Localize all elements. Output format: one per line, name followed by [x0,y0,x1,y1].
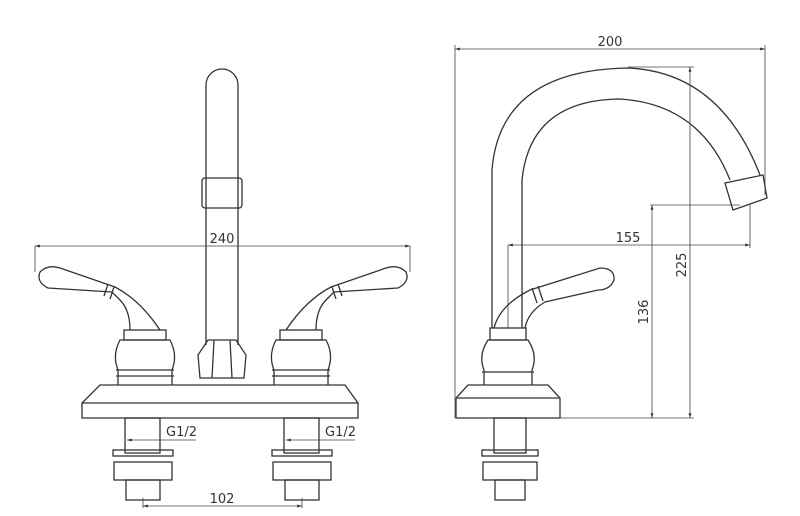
side-valve-body [481,327,535,385]
dimension-thread-left: G1/2 [126,425,197,442]
side-handle [493,267,615,329]
depth-dimension-label: 200 [598,35,623,50]
right-thread-label: G1/2 [325,425,356,440]
outlet-height-label: 136 [637,300,652,325]
side-spout [491,67,768,328]
spout-column [197,68,247,379]
dimension-center-distance: 102 [142,492,303,508]
center-distance-label: 102 [210,492,235,507]
reach-dimension-label: 155 [616,231,641,246]
height-dimension-label: 225 [675,253,690,278]
left-handle [38,266,176,385]
side-base [455,384,561,419]
left-inlet-stem [112,417,174,501]
right-inlet-stem [271,417,333,501]
dimension-width: 240 [34,232,411,272]
side-inlet-stem [481,417,539,501]
width-dimension-label: 240 [210,232,235,247]
side-view: 200 155 225 136 [454,35,768,501]
dimension-height: 225 [560,66,694,419]
right-handle [270,266,408,385]
dimension-thread-right: G1/2 [286,425,356,442]
base-plate [81,384,359,419]
dimension-outlet-height: 136 [637,204,740,418]
dimension-reach: 155 [507,205,751,328]
dimension-depth: 200 [454,35,766,418]
front-view: 240 G1/2 G1/2 102 [34,68,411,508]
left-thread-label: G1/2 [166,425,197,440]
